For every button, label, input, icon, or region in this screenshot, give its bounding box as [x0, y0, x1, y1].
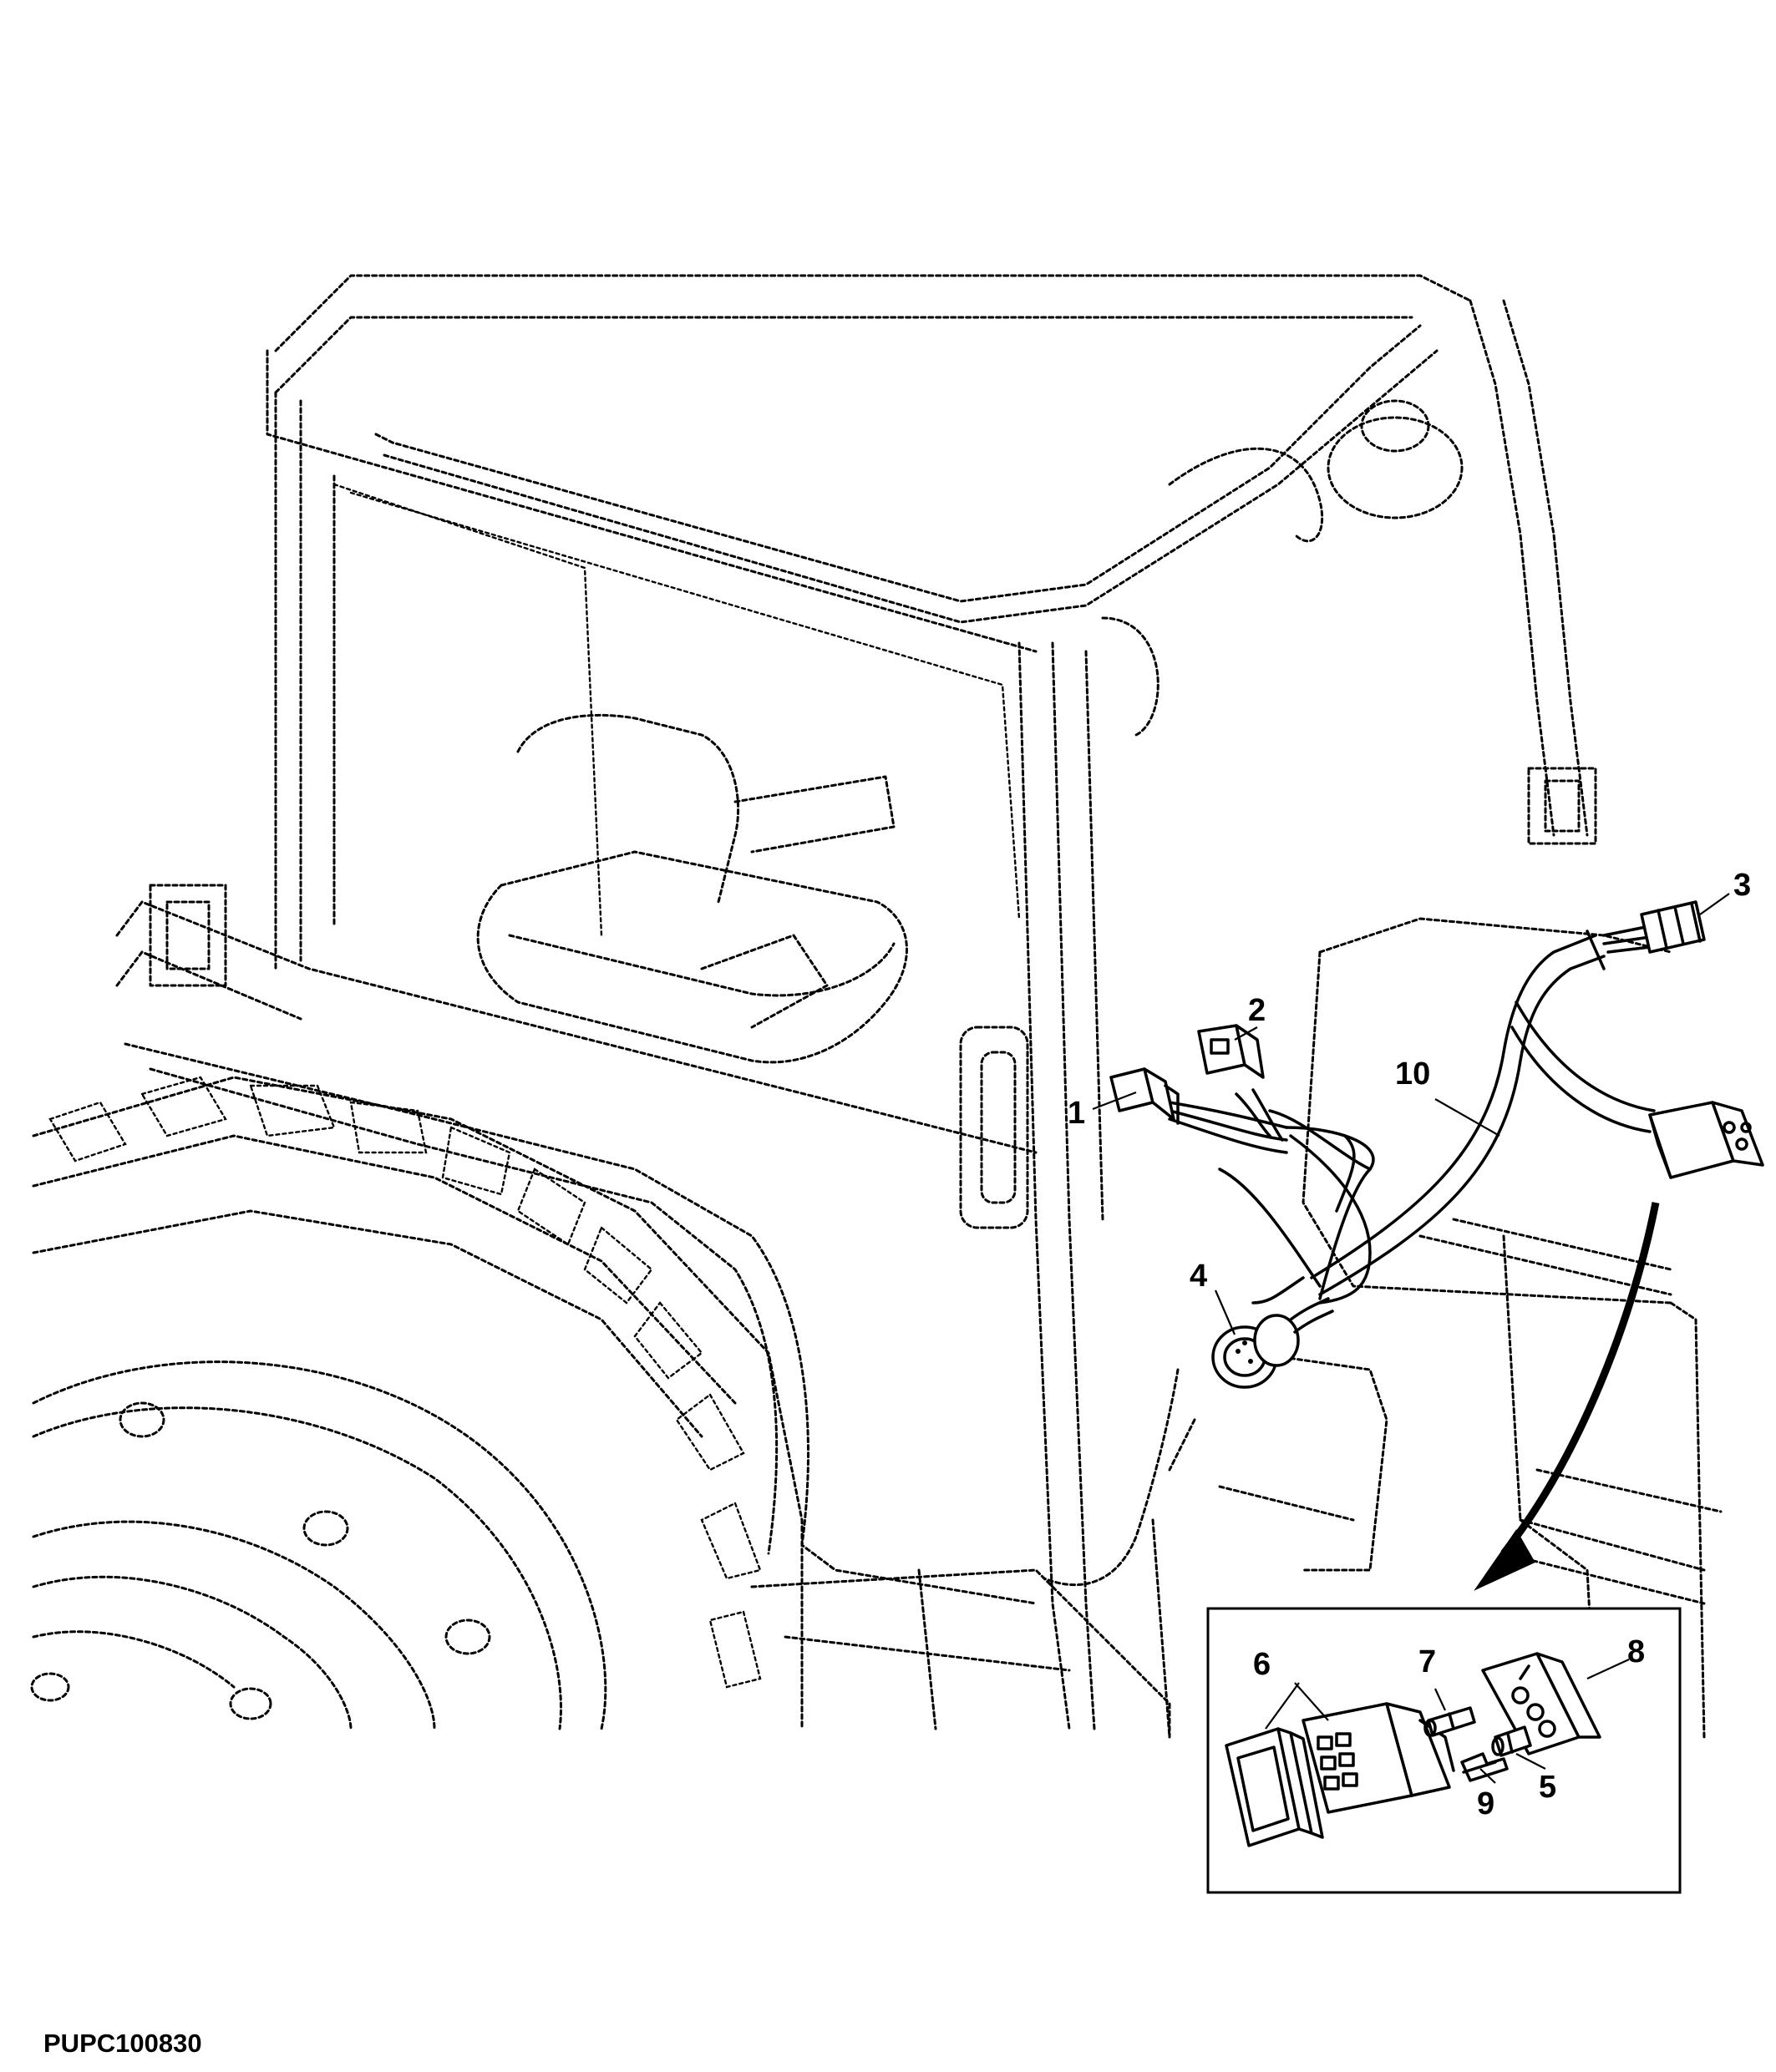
seal-part — [1225, 1727, 1324, 1847]
figure-code: PUPC100830 — [43, 2029, 202, 2058]
housing-part — [1302, 1702, 1455, 1814]
callout-7: 7 — [1418, 1644, 1436, 1679]
connector-4-round — [1211, 1297, 1334, 1389]
wiring-harness-10 — [1310, 925, 1656, 1296]
callout-3: 3 — [1733, 868, 1751, 903]
callout-labels: 1 2 3 4 5 6 7 8 9 10 — [1068, 868, 1751, 1821]
callout-4: 4 — [1190, 1259, 1207, 1294]
detail-arrow — [1474, 1202, 1660, 1591]
tractor-cab-ghost — [115, 274, 1723, 1739]
connector-10-pin — [1648, 1101, 1764, 1179]
rear-tyre-ghost — [30, 1076, 804, 1730]
harness-branch — [1168, 1088, 1375, 1304]
callout-9: 9 — [1477, 1786, 1494, 1821]
callout-10: 10 — [1395, 1056, 1430, 1092]
pin-part — [1423, 1706, 1476, 1737]
lock-part — [1460, 1752, 1509, 1782]
detail-inset — [1206, 1607, 1682, 1894]
callout-8: 8 — [1627, 1634, 1645, 1669]
connector-1 — [1109, 1067, 1180, 1125]
callout-1: 1 — [1068, 1096, 1085, 1131]
connector-2 — [1197, 1024, 1265, 1079]
leader-lines — [1092, 893, 1730, 1784]
cap-part — [1481, 1652, 1601, 1755]
callout-6: 6 — [1253, 1647, 1271, 1682]
callout-2: 2 — [1248, 993, 1266, 1028]
connector-3 — [1640, 900, 1706, 954]
socket-part — [1491, 1725, 1532, 1757]
callout-5: 5 — [1539, 1770, 1556, 1805]
